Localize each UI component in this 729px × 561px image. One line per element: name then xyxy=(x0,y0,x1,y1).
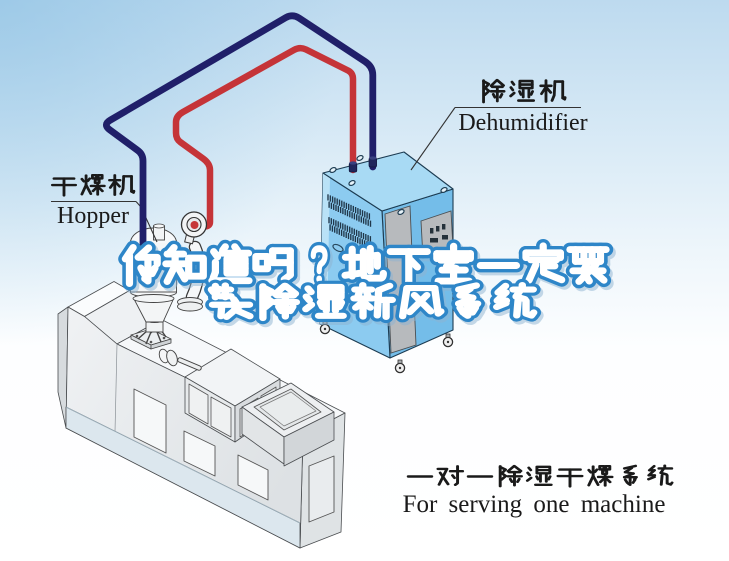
svg-text:Dehumidifier: Dehumidifier xyxy=(458,110,587,136)
svg-text:For serving one machine: For serving one machine xyxy=(403,491,666,518)
svg-text:Hopper: Hopper xyxy=(57,203,129,229)
